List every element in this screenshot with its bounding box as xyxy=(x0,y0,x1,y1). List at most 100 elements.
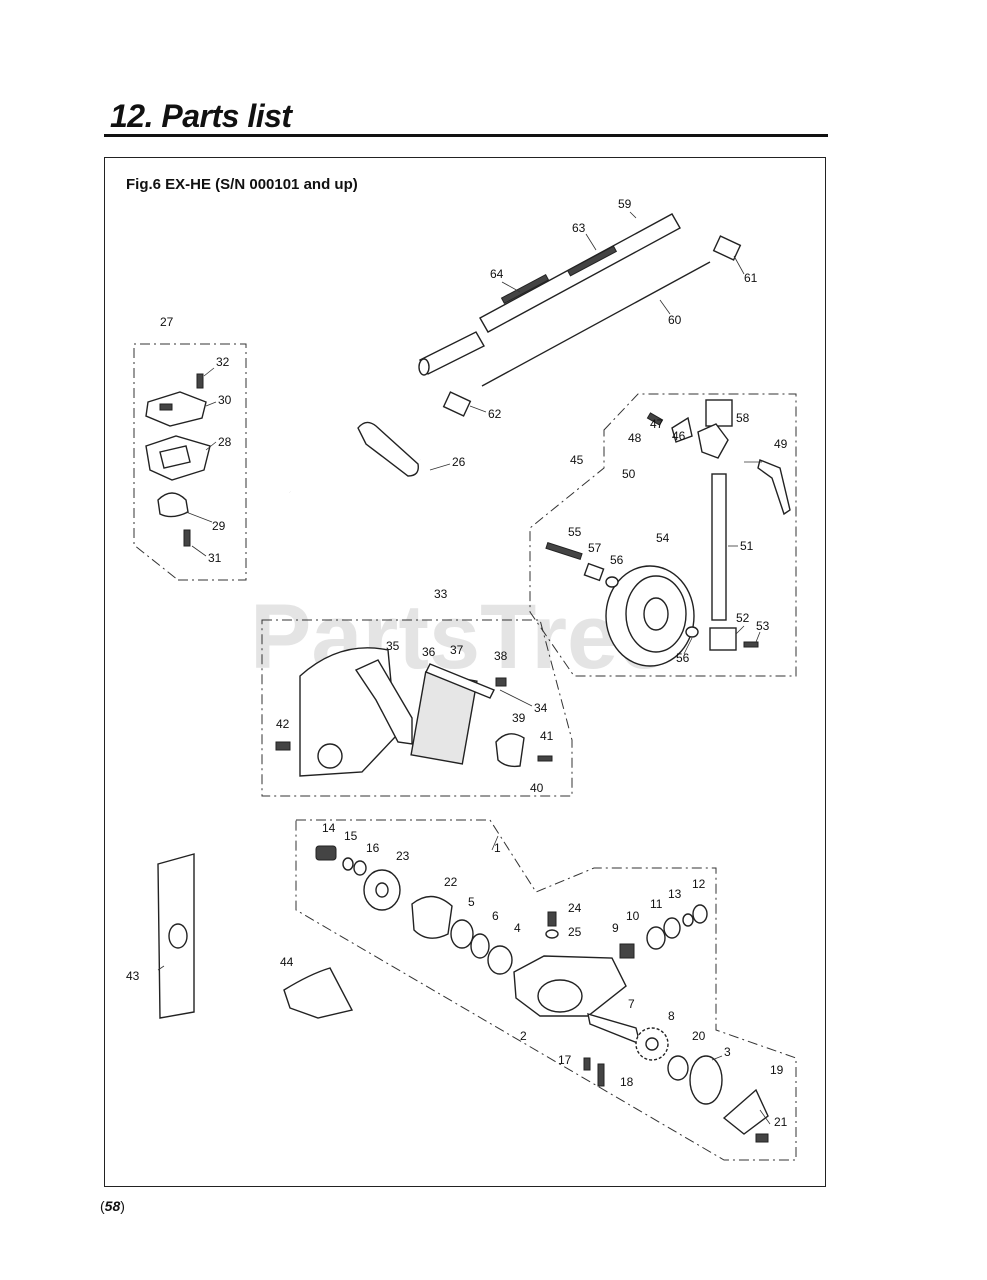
part-17-screw xyxy=(583,1057,591,1071)
callout-43: 43 xyxy=(126,969,140,983)
page-number: 58 xyxy=(104,1198,121,1214)
part-44-guard xyxy=(283,967,354,1019)
part-18-screw xyxy=(597,1063,605,1087)
callout-16: 16 xyxy=(366,841,380,855)
callout-1: 1 xyxy=(494,841,501,855)
part-30-clamp-top xyxy=(145,391,207,427)
callout-63: 63 xyxy=(572,221,586,235)
part-58-cap xyxy=(705,399,733,427)
part-14-bolt xyxy=(315,845,337,861)
callout-35: 35 xyxy=(386,639,400,653)
callout-54: 54 xyxy=(656,531,670,545)
callout-37: 37 xyxy=(450,643,464,657)
part-4-bearing xyxy=(487,945,513,975)
part-5-bearing xyxy=(450,919,474,949)
callout-20: 20 xyxy=(692,1029,706,1043)
callout-5: 5 xyxy=(468,895,475,909)
group-27-outline xyxy=(133,343,247,581)
figure-frame xyxy=(104,157,826,1187)
callout-46: 46 xyxy=(672,429,686,443)
callout-61: 61 xyxy=(744,271,758,285)
callout-22: 22 xyxy=(444,875,458,889)
callout-2: 2 xyxy=(520,1029,527,1043)
callout-56-second: 56 xyxy=(676,651,690,665)
callout-labels: 1 2 3 4 5 6 7 8 9 10 11 12 13 14 15 16 1… xyxy=(126,197,788,1129)
callout-45: 45 xyxy=(570,453,584,467)
part-59-upper-tube xyxy=(418,213,681,376)
callout-50: 50 xyxy=(622,467,636,481)
callout-33: 33 xyxy=(434,587,448,601)
callout-26: 26 xyxy=(452,455,466,469)
callout-58: 58 xyxy=(736,411,750,425)
callout-39: 39 xyxy=(512,711,526,725)
callout-23: 23 xyxy=(396,849,410,863)
part-22-housing xyxy=(411,895,453,939)
title-rule xyxy=(104,134,828,137)
group-1-outline xyxy=(295,819,797,1161)
callout-30: 30 xyxy=(218,393,232,407)
callout-13: 13 xyxy=(668,887,682,901)
callout-42: 42 xyxy=(276,717,290,731)
part-24-grease-fitting xyxy=(547,911,557,927)
callout-6: 6 xyxy=(492,909,499,923)
part-61-bushing xyxy=(712,235,742,261)
part-49-lever xyxy=(757,459,791,516)
callout-53: 53 xyxy=(756,619,770,633)
part-2-gear-case-opening xyxy=(537,979,583,1013)
callout-28: 28 xyxy=(218,435,232,449)
callout-47: 47 xyxy=(650,417,664,431)
part-62-bushing xyxy=(442,391,472,417)
callout-15: 15 xyxy=(344,829,358,843)
callout-62: 62 xyxy=(488,407,502,421)
part-23-pulley xyxy=(363,869,401,911)
callout-49: 49 xyxy=(774,437,788,451)
callout-10: 10 xyxy=(626,909,640,923)
callout-18: 18 xyxy=(620,1075,634,1089)
part-10-bearing xyxy=(646,926,666,950)
part-42-bolt xyxy=(275,741,291,751)
part-6-circlip xyxy=(470,933,490,959)
callout-17: 17 xyxy=(558,1053,572,1067)
page-title: 12. Parts list xyxy=(110,98,292,134)
callout-12: 12 xyxy=(692,877,706,891)
group-45-outline xyxy=(529,393,797,677)
callout-44: 44 xyxy=(280,955,294,969)
part-55-bolt xyxy=(545,541,583,561)
callout-41: 41 xyxy=(540,729,554,743)
part-28-clamp-bottom xyxy=(145,435,211,481)
part-53-screw xyxy=(743,641,759,648)
part-46-bracket xyxy=(697,423,729,459)
part-19-cover xyxy=(722,1088,769,1135)
callout-55: 55 xyxy=(568,525,582,539)
callout-57: 57 xyxy=(588,541,602,555)
callout-19: 19 xyxy=(770,1063,784,1077)
callout-9: 9 xyxy=(612,921,619,935)
callout-34: 34 xyxy=(534,701,548,715)
part-15-washer xyxy=(342,857,354,871)
callout-60: 60 xyxy=(668,313,682,327)
callout-48: 48 xyxy=(628,431,642,445)
part-37-strip xyxy=(425,663,495,699)
part-60-shaft xyxy=(481,261,711,387)
callout-8: 8 xyxy=(668,1009,675,1023)
callout-52: 52 xyxy=(736,611,750,625)
part-51-axle-post xyxy=(711,473,727,621)
part-31-bolt xyxy=(183,529,191,547)
callout-25: 25 xyxy=(568,925,582,939)
callout-4: 4 xyxy=(514,921,521,935)
callout-31: 31 xyxy=(208,551,222,565)
callout-38: 38 xyxy=(494,649,508,663)
part-39-clip xyxy=(495,733,525,768)
part-8-gear xyxy=(635,1027,669,1061)
part-48-bolt xyxy=(646,412,664,426)
part-3-o-ring xyxy=(689,1055,723,1105)
callout-56: 56 xyxy=(610,553,624,567)
callout-14: 14 xyxy=(322,821,336,835)
callout-36: 36 xyxy=(422,645,436,659)
callout-29: 29 xyxy=(212,519,226,533)
part-9-nut xyxy=(619,943,635,959)
part-38-bolt xyxy=(495,677,507,687)
callout-7: 7 xyxy=(628,997,635,1011)
part-40-screw xyxy=(537,755,553,762)
leader-lines xyxy=(157,211,771,1125)
